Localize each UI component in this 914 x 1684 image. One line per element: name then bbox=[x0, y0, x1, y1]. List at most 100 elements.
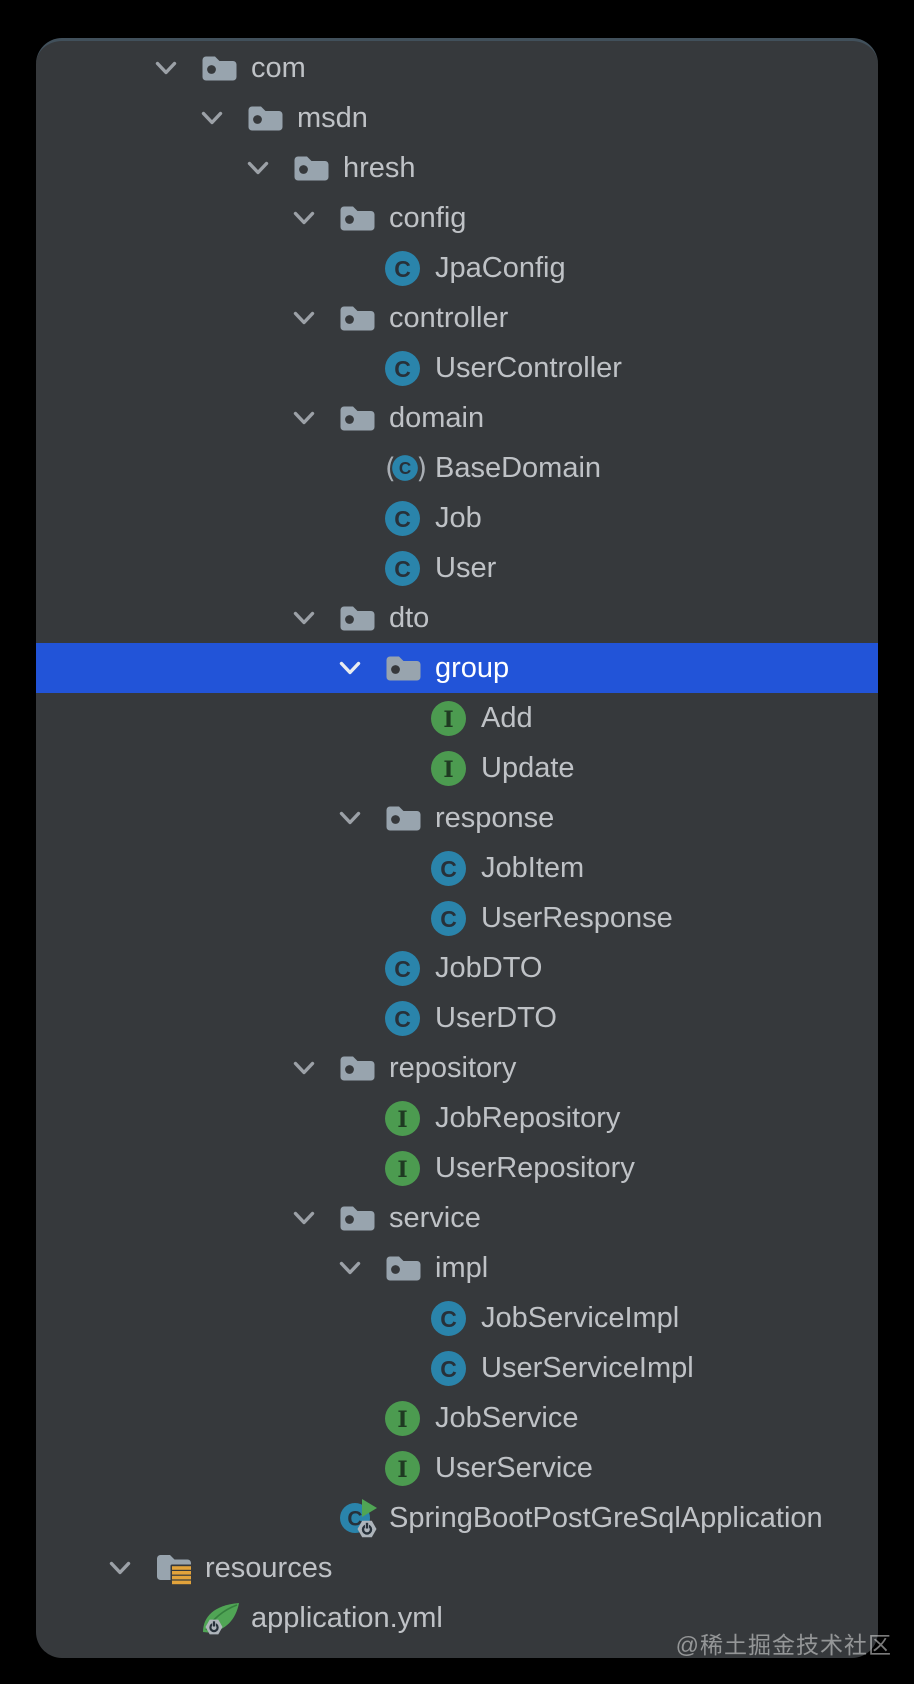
icon-slot: C bbox=[385, 950, 425, 986]
tree-item-label: response bbox=[435, 802, 555, 834]
class-icon: C bbox=[385, 350, 420, 386]
chevron-down-icon[interactable] bbox=[201, 111, 223, 126]
class-icon: C bbox=[431, 1300, 466, 1336]
class-icon: C bbox=[385, 950, 420, 986]
tree-row-com[interactable]: com bbox=[36, 43, 878, 93]
chevron-slot bbox=[293, 1211, 339, 1226]
tree-row-hresh[interactable]: hresh bbox=[36, 143, 878, 193]
spring-config-icon bbox=[203, 1602, 239, 1634]
tree-row-dto[interactable]: dto bbox=[36, 593, 878, 643]
class-icon: C bbox=[385, 1000, 420, 1036]
tree-row-jobservice[interactable]: I JobService bbox=[36, 1393, 878, 1443]
icon-slot: C bbox=[431, 1350, 471, 1386]
tree-row-msdn[interactable]: msdn bbox=[36, 93, 878, 143]
chevron-down-icon[interactable] bbox=[293, 611, 315, 626]
folder-icon bbox=[340, 606, 375, 631]
folder-icon bbox=[340, 406, 375, 431]
icon-slot bbox=[339, 403, 379, 433]
chevron-down-icon[interactable] bbox=[339, 661, 361, 676]
icon-slot bbox=[247, 103, 287, 133]
tree-row-group[interactable]: group bbox=[36, 643, 878, 693]
interface-icon: I bbox=[385, 1400, 420, 1436]
chevron-slot bbox=[339, 661, 385, 676]
icon-slot: C bbox=[431, 900, 471, 936]
svg-text:C: C bbox=[440, 1356, 457, 1382]
tree-row-resources[interactable]: resources bbox=[36, 1543, 878, 1593]
tree-item-label: JobService bbox=[435, 1402, 579, 1434]
chevron-down-icon[interactable] bbox=[247, 161, 269, 176]
svg-text:C: C bbox=[394, 256, 411, 282]
svg-text:C: C bbox=[347, 1507, 362, 1530]
tree-row-repository[interactable]: repository bbox=[36, 1043, 878, 1093]
tree-row-domain[interactable]: domain bbox=[36, 393, 878, 443]
abstract-class-icon: (C) bbox=[385, 452, 425, 485]
svg-text:I: I bbox=[397, 1457, 407, 1483]
tree-item-label: UserResponse bbox=[481, 902, 673, 934]
tree-row-jobitem[interactable]: C JobItem bbox=[36, 843, 878, 893]
tree-item-label: application.yml bbox=[251, 1602, 443, 1634]
tree-item-label: repository bbox=[389, 1052, 517, 1084]
icon-slot: I bbox=[385, 1450, 425, 1486]
chevron-down-icon[interactable] bbox=[293, 1211, 315, 1226]
chevron-down-icon[interactable] bbox=[109, 1561, 131, 1576]
icon-slot bbox=[385, 1253, 425, 1283]
tree-item-label: resources bbox=[205, 1552, 333, 1584]
tree-row-usercontroller[interactable]: C UserController bbox=[36, 343, 878, 393]
folder-icon bbox=[340, 1206, 375, 1231]
interface-icon: I bbox=[385, 1100, 420, 1136]
chevron-down-icon[interactable] bbox=[293, 311, 315, 326]
tree-item-label: com bbox=[251, 52, 306, 84]
chevron-down-icon[interactable] bbox=[155, 61, 177, 76]
chevron-down-icon[interactable] bbox=[339, 1261, 361, 1276]
tree-item-label: UserDTO bbox=[435, 1002, 557, 1034]
tree-row-jobrepository[interactable]: I JobRepository bbox=[36, 1093, 878, 1143]
icon-slot bbox=[339, 1053, 379, 1083]
tree-row-userservice[interactable]: I UserService bbox=[36, 1443, 878, 1493]
indent-spacer bbox=[36, 193, 293, 243]
tree-item-label: UserController bbox=[435, 352, 622, 384]
tree-row-response[interactable]: response bbox=[36, 793, 878, 843]
icon-slot bbox=[155, 1550, 195, 1586]
tree-row-jpaconfig[interactable]: C JpaConfig bbox=[36, 243, 878, 293]
indent-spacer bbox=[36, 593, 293, 643]
tree-row-controller[interactable]: controller bbox=[36, 293, 878, 343]
chevron-down-icon[interactable] bbox=[293, 411, 315, 426]
icon-slot: C bbox=[385, 1000, 425, 1036]
svg-text:I: I bbox=[397, 1407, 407, 1433]
tree-row-impl[interactable]: impl bbox=[36, 1243, 878, 1293]
indent-spacer bbox=[36, 843, 385, 893]
tree-row-job[interactable]: C Job bbox=[36, 493, 878, 543]
tree-item-label: JobDTO bbox=[435, 952, 543, 984]
tree-row-springbootpostgresqlapplication[interactable]: C SpringBootPostGreSqlApplication bbox=[36, 1493, 878, 1543]
folder-icon bbox=[386, 806, 421, 831]
tree-row-update[interactable]: I Update bbox=[36, 743, 878, 793]
indent-spacer bbox=[36, 1043, 293, 1093]
tree-item-label: controller bbox=[389, 302, 509, 334]
icon-slot: I bbox=[385, 1100, 425, 1136]
tree-row-add[interactable]: I Add bbox=[36, 693, 878, 743]
svg-text:C: C bbox=[394, 506, 411, 532]
svg-text:C: C bbox=[394, 956, 411, 982]
tree-row-user[interactable]: C User bbox=[36, 543, 878, 593]
chevron-down-icon[interactable] bbox=[293, 211, 315, 226]
tree-row-service[interactable]: service bbox=[36, 1193, 878, 1243]
chevron-slot bbox=[339, 1261, 385, 1276]
tree-row-userserviceimpl[interactable]: C UserServiceImpl bbox=[36, 1343, 878, 1393]
folder-icon bbox=[340, 306, 375, 331]
tree-item-label: dto bbox=[389, 602, 430, 634]
tree-row-userrepository[interactable]: I UserRepository bbox=[36, 1143, 878, 1193]
folder-icon bbox=[386, 656, 421, 681]
tree-row-userresponse[interactable]: C UserResponse bbox=[36, 893, 878, 943]
tree-row-application-yml[interactable]: application.yml bbox=[36, 1593, 878, 1643]
chevron-down-icon[interactable] bbox=[339, 811, 361, 826]
tree-row-jobserviceimpl[interactable]: C JobServiceImpl bbox=[36, 1293, 878, 1343]
tree-row-jobdto[interactable]: C JobDTO bbox=[36, 943, 878, 993]
class-icon: C bbox=[385, 500, 420, 536]
tree-row-config[interactable]: config bbox=[36, 193, 878, 243]
chevron-down-icon[interactable] bbox=[293, 1061, 315, 1076]
icon-slot bbox=[201, 53, 241, 83]
project-tree-panel: com msdn hresh config C JpaConfig contro… bbox=[36, 38, 878, 1658]
tree-row-basedomain[interactable]: (C) BaseDomain bbox=[36, 443, 878, 493]
chevron-slot bbox=[109, 1561, 155, 1576]
tree-row-userdto[interactable]: C UserDTO bbox=[36, 993, 878, 1043]
